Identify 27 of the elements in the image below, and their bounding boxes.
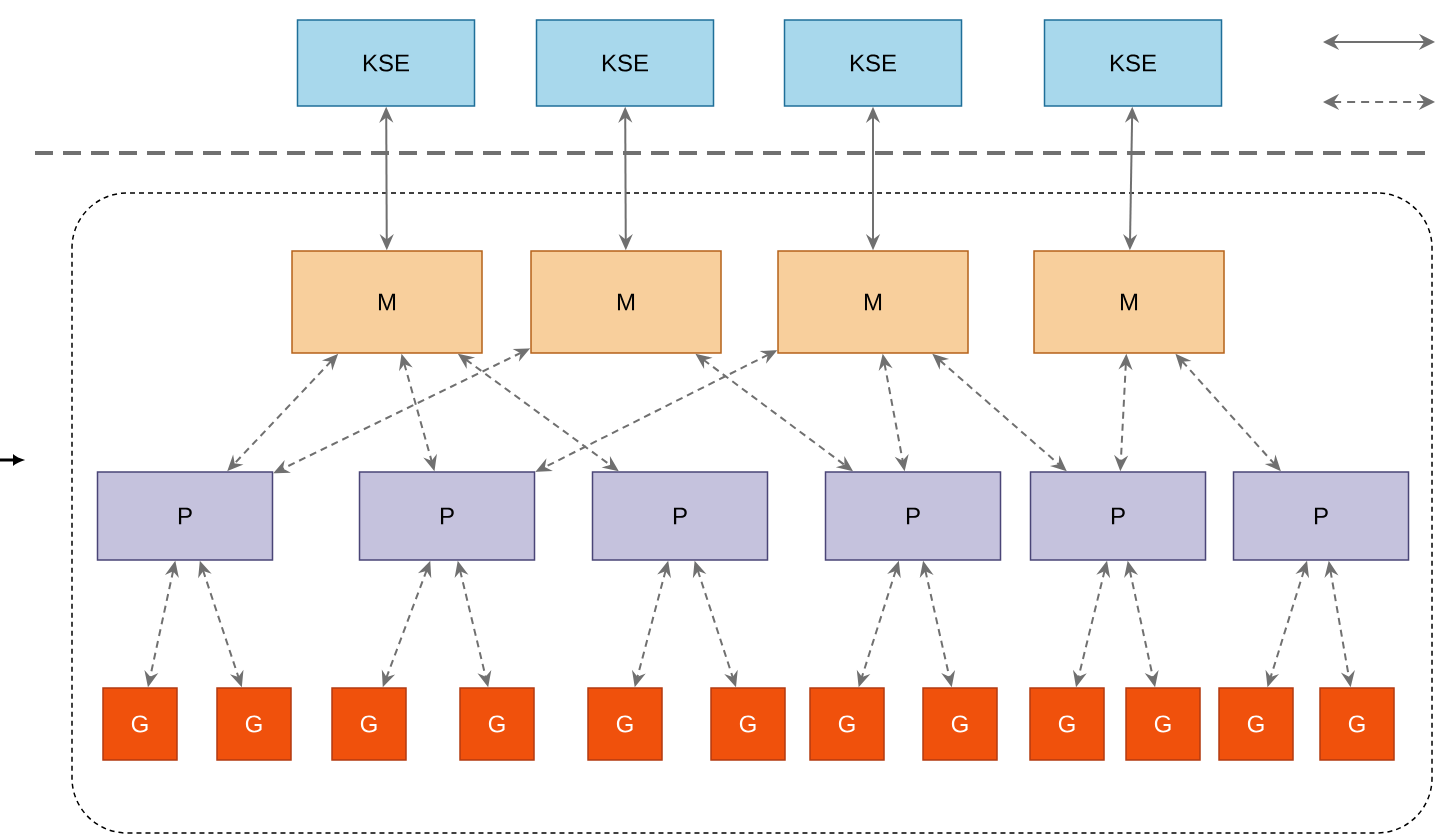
process-box: P [1029,471,1207,561]
process-box: KSE [535,19,715,107]
process-box: G [1319,687,1395,761]
process-box: G [1125,687,1201,761]
process-box: G [922,687,998,761]
process-box: G [1029,687,1105,761]
process-box: G [587,687,663,761]
process-box: P [358,471,536,561]
process-box: P [591,471,769,561]
process-box: KSE [783,19,963,107]
process-box: M [530,250,722,354]
process-box: KSE [1043,19,1223,107]
process-box: P [1232,471,1410,561]
process-box: G [459,687,535,761]
process-box: M [291,250,483,354]
process-box: G [102,687,178,761]
process-box: G [710,687,786,761]
process-box: P [96,471,274,561]
process-box: M [1033,250,1225,354]
process-box: G [216,687,292,761]
group-boundary [71,192,1433,834]
process-box: G [331,687,407,761]
process-box: G [1218,687,1294,761]
process-box: M [777,250,969,354]
process-box: G [809,687,885,761]
process-box: P [824,471,1002,561]
process-box: KSE [296,19,476,107]
